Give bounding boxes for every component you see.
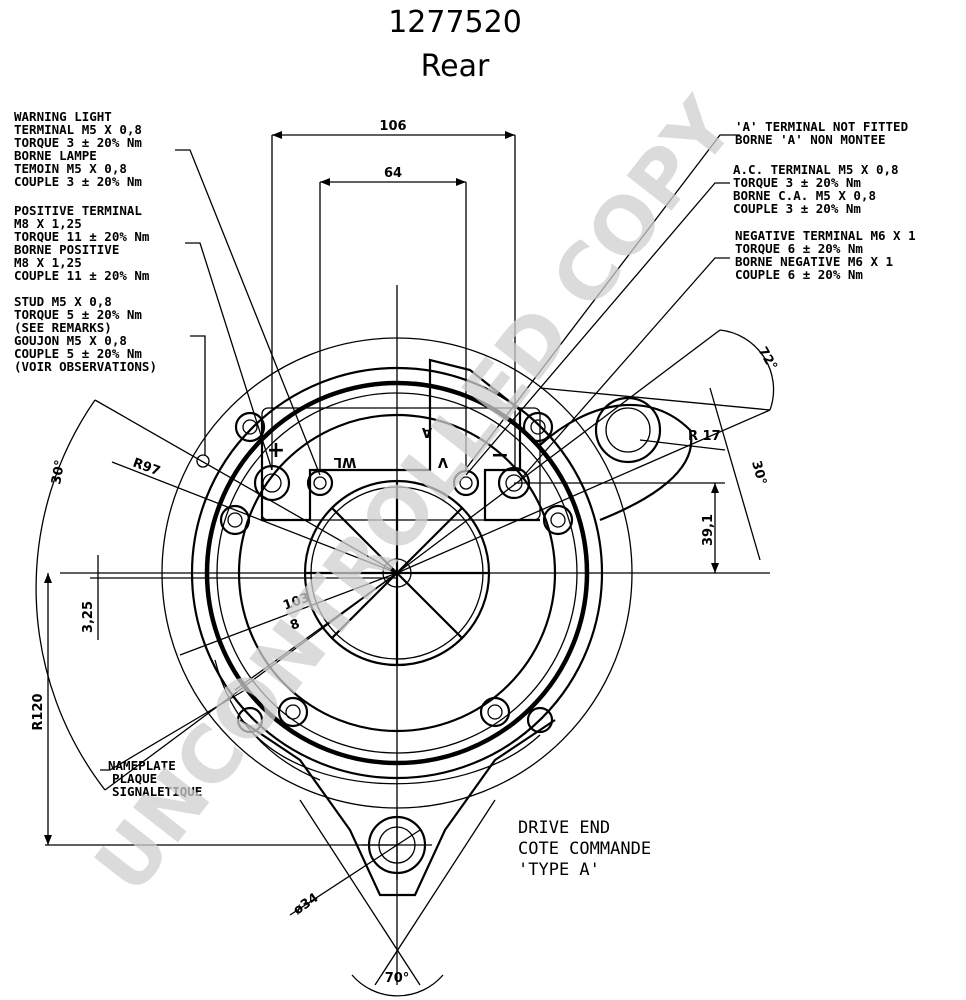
stud-marker	[196, 454, 210, 468]
svg-text:NEGATIVE TERMINAL M6 X 1: NEGATIVE TERMINAL M6 X 1	[735, 228, 916, 243]
uncontrolled-copy-watermark: UNCONTROLLED COPY	[79, 82, 753, 910]
bolt-bottom-right	[479, 696, 554, 734]
note-stud: STUD M5 X 0,8 TORQUE 5 ± 20% Nm (SEE REM…	[14, 294, 157, 374]
svg-text:BORNE LAMPE: BORNE LAMPE	[14, 148, 97, 163]
note-nameplate: NAMEPLATE PLAQUE SIGNALETIQUE	[108, 758, 202, 799]
leader-lines	[100, 134, 740, 771]
plus-mark: +	[267, 438, 285, 463]
svg-text:'TYPE A': 'TYPE A'	[518, 860, 600, 880]
note-warning-light: WARNING LIGHT TERMINAL M5 X 0,8 TORQUE 3…	[14, 109, 142, 189]
svg-text:COUPLE 3 ± 20% Nm: COUPLE 3 ± 20% Nm	[14, 174, 142, 189]
part-number: 1277520	[388, 5, 522, 40]
bolt-bottom-left	[236, 696, 309, 734]
dim-30-left: 30°	[49, 459, 68, 486]
svg-text:COUPLE 11 ± 20% Nm: COUPLE 11 ± 20% Nm	[14, 268, 150, 283]
note-a-terminal: 'A' TERMINAL NOT FITTED BORNE 'A' NON MO…	[735, 119, 908, 147]
svg-text:WARNING LIGHT: WARNING LIGHT	[14, 109, 112, 124]
svg-text:BORNE POSITIVE: BORNE POSITIVE	[14, 242, 119, 257]
svg-text:BORNE 'A' NON MONTEE: BORNE 'A' NON MONTEE	[735, 132, 886, 147]
warning-light-terminal	[306, 469, 334, 497]
svg-text:PLAQUE: PLAQUE	[112, 771, 157, 786]
bolt-top-left	[234, 411, 266, 443]
svg-text:'A' TERMINAL NOT FITTED: 'A' TERMINAL NOT FITTED	[735, 119, 908, 134]
svg-text:TORQUE 3 ± 20% Nm: TORQUE 3 ± 20% Nm	[14, 135, 142, 150]
dim-70: 70°	[385, 971, 410, 986]
svg-text:COUPLE 6 ± 20% Nm: COUPLE 6 ± 20% Nm	[735, 267, 863, 282]
svg-text:GOUJON M5 X 0,8: GOUJON M5 X 0,8	[14, 333, 127, 348]
dim-r17: R 17	[688, 429, 721, 444]
svg-text:SIGNALETIQUE: SIGNALETIQUE	[112, 784, 202, 799]
svg-text:TORQUE 5 ± 20% Nm: TORQUE 5 ± 20% Nm	[14, 307, 142, 322]
note-negative-terminal: NEGATIVE TERMINAL M6 X 1 TORQUE 6 ± 20% …	[735, 228, 916, 282]
svg-text:(VOIR OBSERVATIONS): (VOIR OBSERVATIONS)	[14, 359, 157, 374]
dimension-lines	[35, 131, 775, 997]
dim-r120: R120	[31, 693, 46, 730]
svg-text:POSITIVE TERMINAL: POSITIVE TERMINAL	[14, 203, 142, 218]
wl-mark: WL	[334, 454, 357, 469]
svg-text:DRIVE END: DRIVE END	[518, 818, 610, 838]
svg-text:COUPLE 5 ± 20% Nm: COUPLE 5 ± 20% Nm	[14, 346, 142, 361]
minus-mark: −	[491, 443, 509, 468]
svg-text:BORNE NEGATIVE M6 X 1: BORNE NEGATIVE M6 X 1	[735, 254, 893, 269]
dim-72: 72°	[755, 345, 780, 374]
a-mark: A	[422, 424, 432, 439]
note-ac-terminal: A.C. TERMINAL M5 X 0,8 TORQUE 3 ± 20% Nm…	[733, 162, 899, 216]
bolt-top-right	[522, 411, 554, 443]
svg-text:COUPLE 3 ± 20% Nm: COUPLE 3 ± 20% Nm	[733, 201, 861, 216]
svg-text:M8 X 1,25: M8 X 1,25	[14, 255, 82, 270]
svg-text:(SEE REMARKS): (SEE REMARKS)	[14, 320, 112, 335]
dim-30-right: 30°	[748, 459, 769, 487]
svg-text:TORQUE 3 ± 20% Nm: TORQUE 3 ± 20% Nm	[733, 175, 861, 190]
v-mark: V	[438, 454, 448, 469]
ac-terminal	[452, 469, 480, 497]
svg-text:TORQUE 6 ± 20% Nm: TORQUE 6 ± 20% Nm	[735, 241, 863, 256]
svg-text:BORNE C.A. M5 X 0,8: BORNE C.A. M5 X 0,8	[733, 188, 876, 203]
svg-text:A.C. TERMINAL M5 X 0,8: A.C. TERMINAL M5 X 0,8	[733, 162, 899, 177]
dim-3-25: 3,25	[81, 601, 96, 633]
view-label: Rear	[421, 49, 490, 84]
svg-text:TERMINAL M5 X 0,8: TERMINAL M5 X 0,8	[14, 122, 142, 137]
dim-64: 64	[384, 166, 402, 181]
bolt-left	[219, 504, 251, 536]
svg-text:STUD M5 X 0,8: STUD M5 X 0,8	[14, 294, 112, 309]
svg-text:TORQUE 11 ± 20% Nm: TORQUE 11 ± 20% Nm	[14, 229, 150, 244]
dim-106: 106	[379, 119, 406, 134]
bolt-right	[542, 504, 574, 536]
svg-text:COTE COMMANDE: COTE COMMANDE	[518, 839, 651, 859]
dim-39-1: 39,1	[701, 514, 716, 546]
svg-text:NAMEPLATE: NAMEPLATE	[108, 758, 176, 773]
dim-diameter-34: ø34	[291, 890, 322, 918]
svg-text:M8 X 1,25: M8 X 1,25	[14, 216, 82, 231]
note-drive-end: DRIVE END COTE COMMANDE 'TYPE A'	[518, 818, 651, 880]
note-positive-terminal: POSITIVE TERMINAL M8 X 1,25 TORQUE 11 ± …	[14, 203, 150, 283]
svg-text:TEMOIN M5 X 0,8: TEMOIN M5 X 0,8	[14, 161, 127, 176]
